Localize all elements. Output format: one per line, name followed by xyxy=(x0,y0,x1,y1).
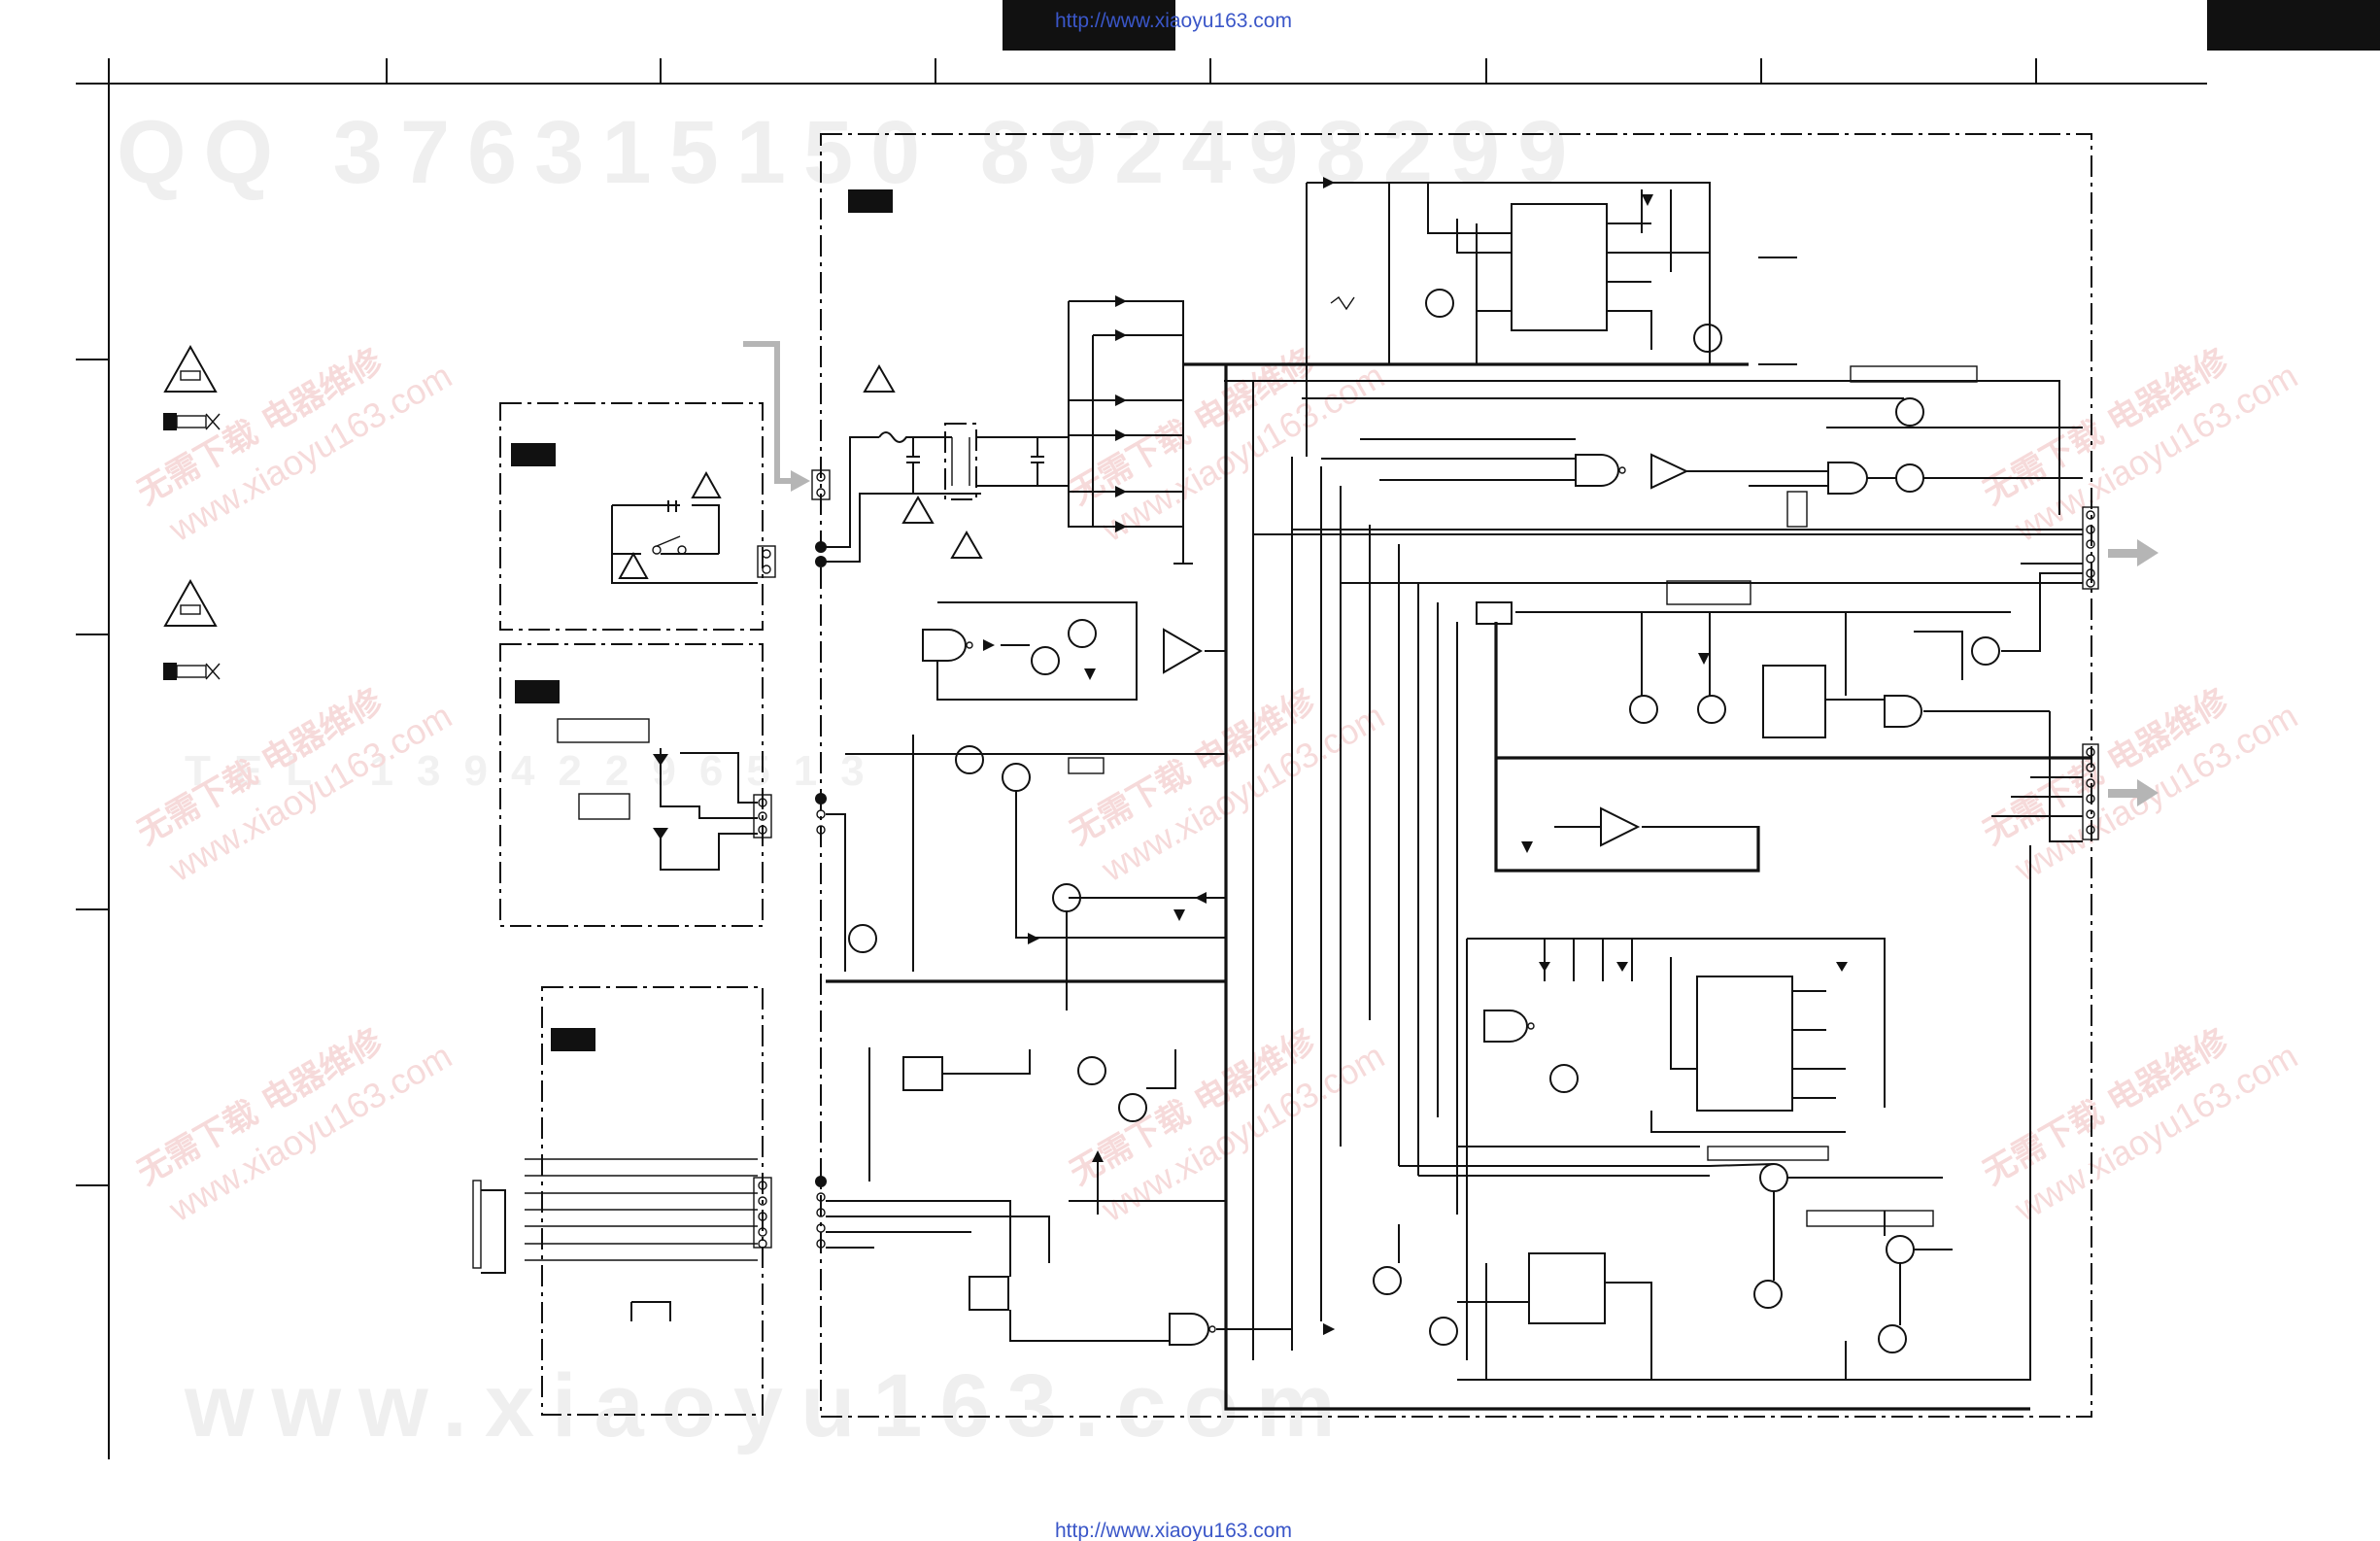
watermark-phone-line: TEL 13942296513 xyxy=(185,747,888,795)
connector-jack xyxy=(753,1176,827,1249)
watermark-badge-9: 无需下载 电器维修 www.xiaoyu163.com xyxy=(1977,1021,2304,1230)
connector-ac-input xyxy=(757,469,831,578)
main-trunk-wires xyxy=(826,364,2083,1411)
legend-safety-triangle-1 xyxy=(163,344,218,393)
main-board-outline xyxy=(820,133,2092,1418)
gate-cluster-upper xyxy=(1224,365,2083,528)
watermark-qq-line: QQ 376315150 892498299 xyxy=(117,103,1584,202)
sheet-frame xyxy=(76,58,2207,1459)
legend-fuse-symbol-1 xyxy=(163,413,221,430)
legend-safety-triangle-2 xyxy=(163,578,218,627)
watermark-badge-8: 无需下载 电器维修 www.xiaoyu163.com xyxy=(1977,681,2304,890)
watermark-badge-7: 无需下载 电器维修 www.xiaoyu163.com xyxy=(1977,341,2304,550)
subboard-led xyxy=(499,643,764,927)
output-arrow-1 xyxy=(2108,539,2159,566)
header-black-tab-center xyxy=(1003,0,1175,51)
connector-output-1 xyxy=(2082,506,2099,590)
input-arrow-head xyxy=(791,470,810,492)
subboard-jack xyxy=(472,986,764,1416)
input-arrow-line xyxy=(743,341,795,484)
connector-led xyxy=(753,793,827,839)
section-right-middle xyxy=(1476,572,2091,873)
legend-fuse-symbol-2 xyxy=(163,663,221,680)
section-left-middle xyxy=(826,601,1226,1010)
watermark-badge-1: 无需下载 电器维修 www.xiaoyu163.com xyxy=(131,341,459,550)
watermark-layer: QQ 376315150 892498299 TEL 13942296513 w… xyxy=(117,103,2304,1455)
ic-lower-center xyxy=(1467,938,1886,1133)
output-arrow-2 xyxy=(2108,779,2159,806)
bridge-rectifier xyxy=(1068,295,1193,565)
ic-lower-right xyxy=(1323,845,2031,1381)
header-black-tab-right xyxy=(2207,0,2380,51)
subboard-power-switch xyxy=(499,402,764,631)
section-lower-left xyxy=(826,1047,1335,1346)
watermark-badge-3: 无需下载 电器维修 www.xiaoyu163.com xyxy=(131,1021,459,1230)
ic-top-controller xyxy=(1183,177,1797,457)
main-board-tag xyxy=(848,189,893,213)
url-bottom[interactable]: http://www.xiaoyu163.com xyxy=(1055,1520,1292,1541)
url-top[interactable]: http://www.xiaoyu163.com xyxy=(1055,10,1292,32)
watermark-site-line: www.xiaoyu163.com xyxy=(184,1356,1353,1455)
connector-output-2 xyxy=(2082,743,2099,840)
